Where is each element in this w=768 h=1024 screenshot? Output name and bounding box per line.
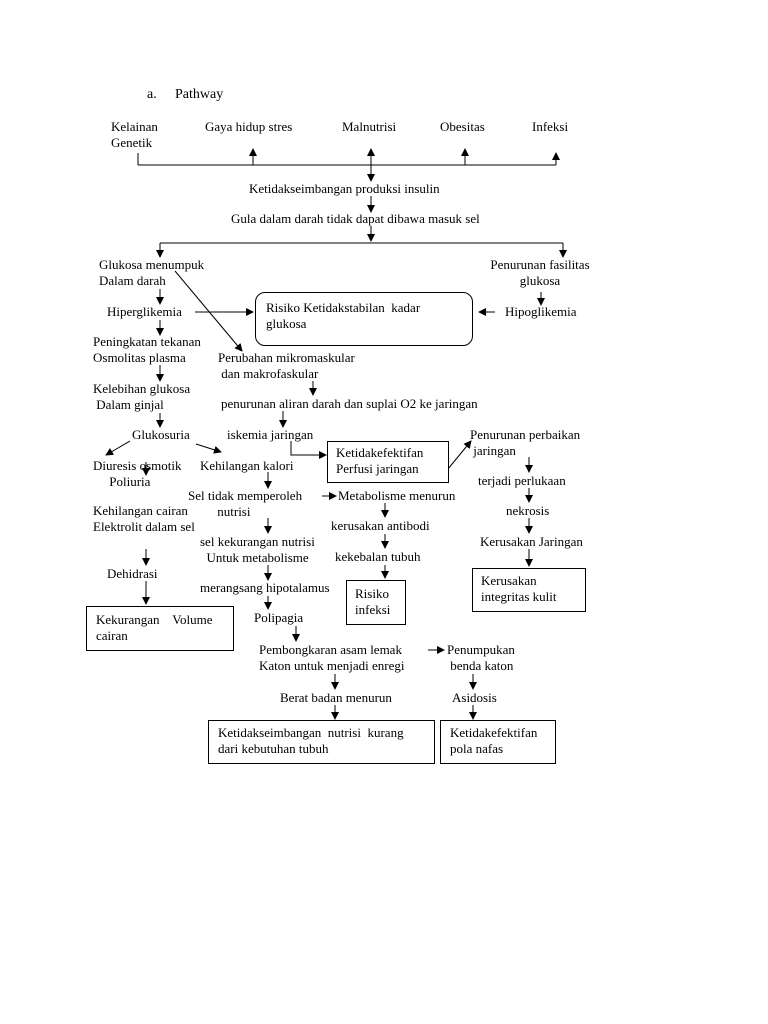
- arrow-to-perubahan-mikro: [174, 270, 243, 352]
- arrow-to-kehilangan-kalori: [195, 443, 222, 454]
- node-hipoglikemia: Hipoglikemia: [505, 304, 577, 319]
- node-sel-kekurangan-nutrisi: sel kekurangan nutrisi Untuk metabolisme: [200, 534, 315, 565]
- node-metabolisme-menurun: Metabolisme menurun: [338, 488, 456, 503]
- node-iskemia: iskemia jaringan: [227, 427, 314, 442]
- node-perubahan-mikro: Perubahan mikromaskular dan makrofaskula…: [218, 350, 355, 381]
- cause-kelainan-genetik: Kelainan Genetik: [111, 119, 158, 150]
- diagnosis-risiko-ketidakstabilan-label: Risiko Ketidakstabilan kadar glukosa: [266, 300, 421, 331]
- arrow-to-penurunan-perbaikan: [447, 440, 472, 470]
- node-gula-tidak-masuk: Gula dalam darah tidak dapat dibawa masu…: [231, 211, 480, 226]
- node-ketidakseimbangan-insulin: Ketidakseimbangan produksi insulin: [249, 181, 440, 196]
- node-kerusakan-jaringan: Kerusakan Jaringan: [480, 534, 583, 549]
- cause-obesitas: Obesitas: [440, 119, 485, 134]
- arrow-to-perfusi: [290, 441, 327, 459]
- diagnosis-ketidakefektifan-pola-nafas-label: Ketidakefektifan pola nafas: [450, 725, 538, 756]
- node-kerusakan-antibodi: kerusakan antibodi: [331, 518, 430, 533]
- diagnosis-ketidakseimbangan-nutrisi-label: Ketidakseimbangan nutrisi kurang dari ke…: [218, 725, 404, 756]
- diagnosis-risiko-infeksi-label: Risiko infeksi: [355, 586, 391, 617]
- diagnosis-ketidakefektifan-pola-nafas: Ketidakefektifan pola nafas: [440, 720, 556, 764]
- node-nekrosis: nekrosis: [506, 503, 550, 518]
- node-peningkatan-tekanan: Peningkatan tekanan Osmolitas plasma: [93, 334, 201, 365]
- diagnosis-perfusi-jaringan-label: Ketidakefektifan Perfusi jaringan: [336, 445, 424, 476]
- node-polipagia: Polipagia: [254, 610, 304, 625]
- node-penurunan-aliran: penurunan aliran darah dan suplai O2 ke …: [221, 396, 478, 411]
- diagnosis-ketidakseimbangan-nutrisi: Ketidakseimbangan nutrisi kurang dari ke…: [208, 720, 435, 764]
- diagnosis-risiko-ketidakstabilan: Risiko Ketidakstabilan kadar glukosa: [255, 292, 473, 346]
- heading-marker: a.: [147, 87, 157, 102]
- arrow-to-diuresis: [105, 440, 131, 456]
- cause-gaya-hidup-stres: Gaya hidup stres: [205, 119, 293, 134]
- node-penurunan-perbaikan: Penurunan perbaikan jaringan: [470, 427, 581, 458]
- node-glukosa-menumpuk: Glukosa menumpuk Dalam darah: [99, 257, 205, 288]
- node-hiperglikemia: Hiperglikemia: [107, 304, 182, 319]
- node-asidosis: Asidosis: [452, 690, 497, 705]
- node-kehilangan-cairan: Kehilangan cairan Elektrolit dalam sel: [93, 503, 195, 534]
- node-kekebalan-tubuh: kekebalan tubuh: [335, 549, 421, 564]
- diagnosis-perfusi-jaringan: Ketidakefektifan Perfusi jaringan: [327, 441, 449, 483]
- node-diuresis-poliuria: Diuresis osmotik Poliuria: [93, 458, 182, 489]
- node-kelebihan-glukosa: Kelebihan glukosa Dalam ginjal: [93, 381, 191, 412]
- node-berat-badan-menurun: Berat badan menurun: [280, 690, 392, 705]
- diagnosis-kekurangan-volume-cairan: Kekurangan Volume cairan: [86, 606, 234, 651]
- node-penumpukan-katon: Penumpukan benda katon: [447, 642, 515, 673]
- node-sel-tidak-memperoleh: Sel tidak memperoleh nutrisi: [188, 488, 303, 519]
- node-pembongkaran-asam-lemak: Pembongkaran asam lemak Katon untuk menj…: [259, 642, 405, 673]
- cause-malnutrisi: Malnutrisi: [342, 119, 397, 134]
- diagnosis-kerusakan-integritas-kulit-label: Kerusakan integritas kulit: [481, 573, 557, 604]
- diagnosis-kekurangan-volume-cairan-label: Kekurangan Volume cairan: [96, 612, 213, 643]
- node-dehidrasi: Dehidrasi: [107, 566, 158, 581]
- node-terjadi-perlukaan: terjadi perlukaan: [478, 473, 566, 488]
- page-title: Pathway: [175, 87, 224, 102]
- cause-infeksi: Infeksi: [532, 119, 569, 134]
- node-merangsang-hipotalamus: merangsang hipotalamus: [200, 580, 330, 595]
- node-kehilangan-kalori: Kehilangan kalori: [200, 458, 294, 473]
- node-penurunan-fasilitas: Penurunan fasilitas glukosa: [490, 257, 590, 288]
- diagnosis-risiko-infeksi: Risiko infeksi: [346, 580, 406, 625]
- diagnosis-kerusakan-integritas-kulit: Kerusakan integritas kulit: [472, 568, 586, 612]
- node-glukosuria: Glukosuria: [132, 427, 190, 442]
